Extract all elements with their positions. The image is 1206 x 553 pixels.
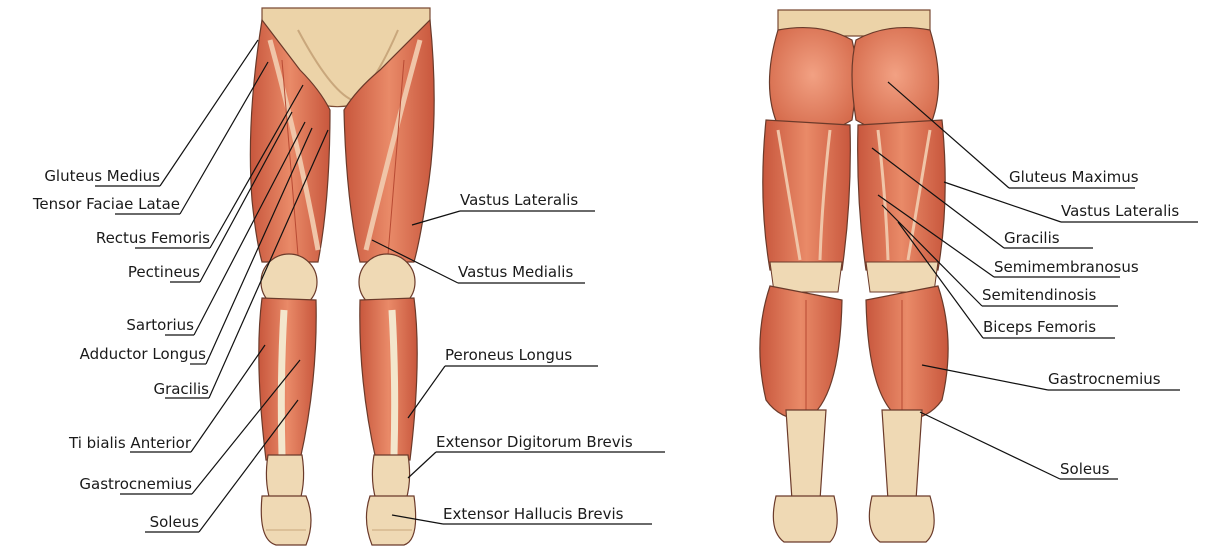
leader-line [408, 452, 436, 478]
label-peroneus-longus: Peroneus Longus [445, 346, 572, 364]
label-gluteus-maximus: Gluteus Maximus [1009, 168, 1139, 186]
label-rectus-femoris: Rectus Femoris [0, 229, 210, 247]
label-back-gracilis: Gracilis [1004, 229, 1060, 247]
label-semimembranosus: Semimembranosus [994, 258, 1139, 276]
label-tibialis-anterior: Ti bialis Anterior [0, 434, 191, 452]
label-extensor-hallucis-brevis: Extensor Hallucis Brevis [443, 505, 623, 523]
leader-line [920, 412, 1060, 479]
label-back-gastrocnemius: Gastrocnemius [1048, 370, 1161, 388]
label-gracilis: Gracilis [0, 380, 209, 398]
label-biceps-femoris: Biceps Femoris [983, 318, 1096, 336]
label-vastus-lateralis: Vastus Lateralis [460, 191, 578, 209]
label-pectineus: Pectineus [0, 263, 200, 281]
label-sartorius: Sartorius [0, 316, 194, 334]
label-soleus: Soleus [0, 513, 199, 531]
label-back-soleus: Soleus [1060, 460, 1109, 478]
back-legs [760, 10, 948, 542]
label-gluteus-medius: Gluteus Medius [0, 167, 160, 185]
front-legs [250, 8, 434, 545]
label-gastrocnemius: Gastrocnemius [0, 475, 192, 493]
label-back-vastus-lateralis: Vastus Lateralis [1061, 202, 1179, 220]
label-tensor-faciae-latae: Tensor Faciae Latae [0, 195, 180, 213]
label-adductor-longus: Adductor Longus [0, 345, 206, 363]
label-semitendinosis: Semitendinosis [982, 286, 1096, 304]
label-extensor-digitorum-brevis: Extensor Digitorum Brevis [436, 433, 633, 451]
label-vastus-medialis: Vastus Medialis [458, 263, 573, 281]
